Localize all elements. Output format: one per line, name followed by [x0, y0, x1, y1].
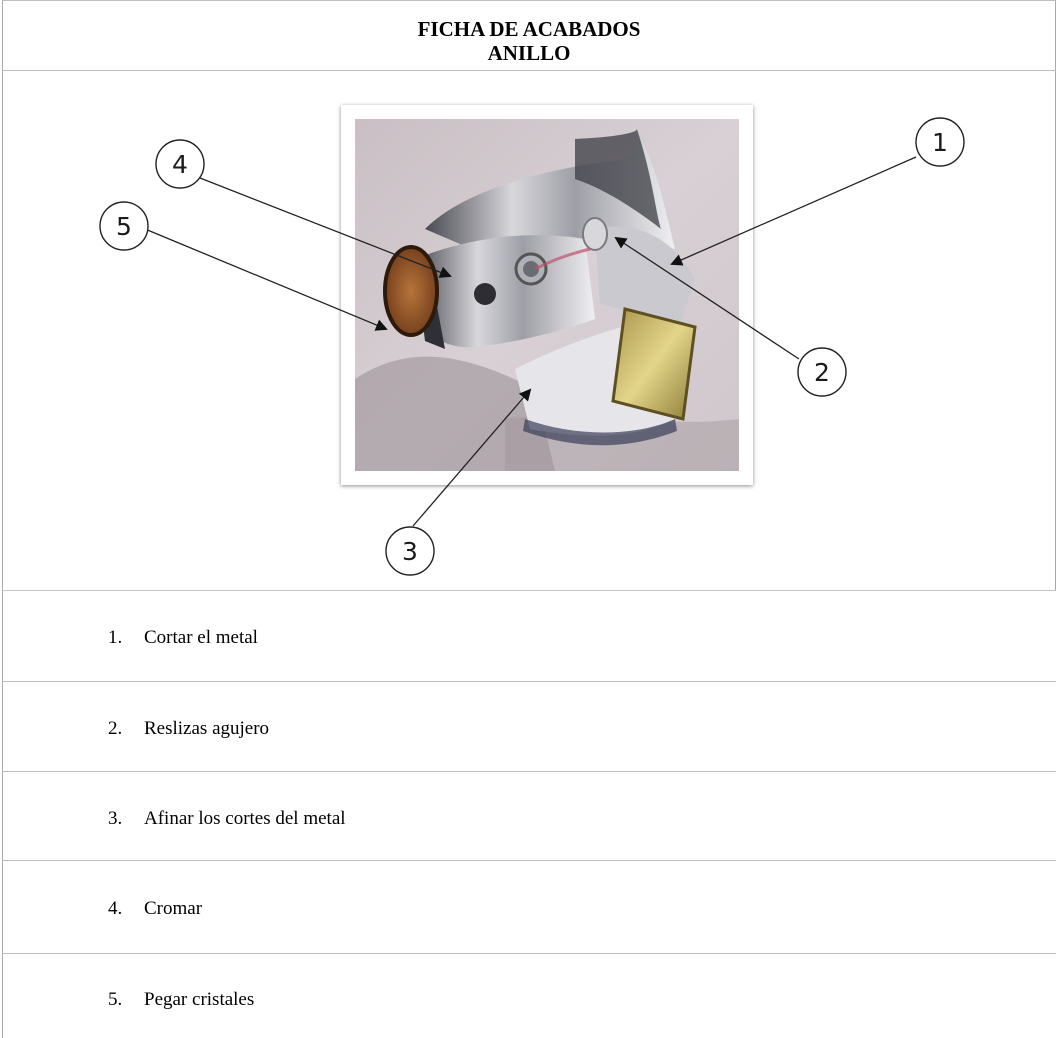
step-number: 4. [108, 898, 123, 919]
step-text: Cromar [144, 898, 203, 919]
row-divider-3 [2, 860, 1056, 861]
svg-text:3: 3 [402, 537, 418, 566]
svg-text:1: 1 [932, 128, 948, 157]
step-row-4: 4. Cromar [108, 898, 202, 920]
row-divider-2 [2, 771, 1056, 772]
step-row-1: 1. Cortar el metal [108, 627, 258, 649]
step-number: 2. [108, 718, 123, 739]
figure-divider [2, 590, 1056, 591]
step-row-3: 3. Afinar los cortes del metal [108, 808, 346, 830]
sheet-title: FICHA DE ACABADOS [417, 17, 641, 41]
row-divider-1 [2, 681, 1056, 682]
leader-line-4 [199, 177, 452, 278]
table-top-border [2, 0, 1056, 1]
leader-line-5 [144, 228, 388, 331]
table-left-border [2, 0, 3, 1038]
callout-5: 5 [99, 201, 149, 251]
step-number: 1. [108, 627, 123, 648]
svg-text:4: 4 [172, 150, 188, 179]
step-row-5: 5. Pegar cristales [108, 989, 254, 1011]
step-text: Pegar cristales [144, 989, 255, 1010]
ring-figure: 1 2 3 4 5 [0, 72, 1057, 590]
callout-3: 3 [385, 526, 435, 576]
leader-line-3 [412, 388, 532, 527]
svg-text:2: 2 [814, 358, 830, 387]
photo-frame [341, 105, 753, 485]
header-divider [2, 70, 1056, 71]
step-number: 5. [108, 989, 123, 1010]
step-number: 3. [108, 808, 123, 829]
ring-photo [355, 119, 739, 471]
table-right-border [1055, 0, 1056, 590]
callout-1: 1 [915, 117, 965, 167]
row-divider-4 [2, 953, 1056, 954]
step-text: Afinar los cortes del metal [144, 808, 346, 829]
step-row-2: 2. Reslizas agujero [108, 718, 269, 740]
sheet-header: FICHA DE ACABADOS ANILLO [3, 0, 1055, 70]
step-text: Cortar el metal [144, 627, 258, 648]
sheet-subtitle: ANILLO [487, 41, 571, 65]
leader-line-2 [614, 236, 800, 360]
callout-2: 2 [797, 347, 847, 397]
svg-text:5: 5 [116, 212, 132, 241]
step-text: Reslizas agujero [144, 718, 270, 739]
leader-line-1 [670, 156, 917, 266]
callout-4: 4 [155, 139, 205, 189]
callout-layer: 1 2 3 4 5 [99, 117, 965, 576]
